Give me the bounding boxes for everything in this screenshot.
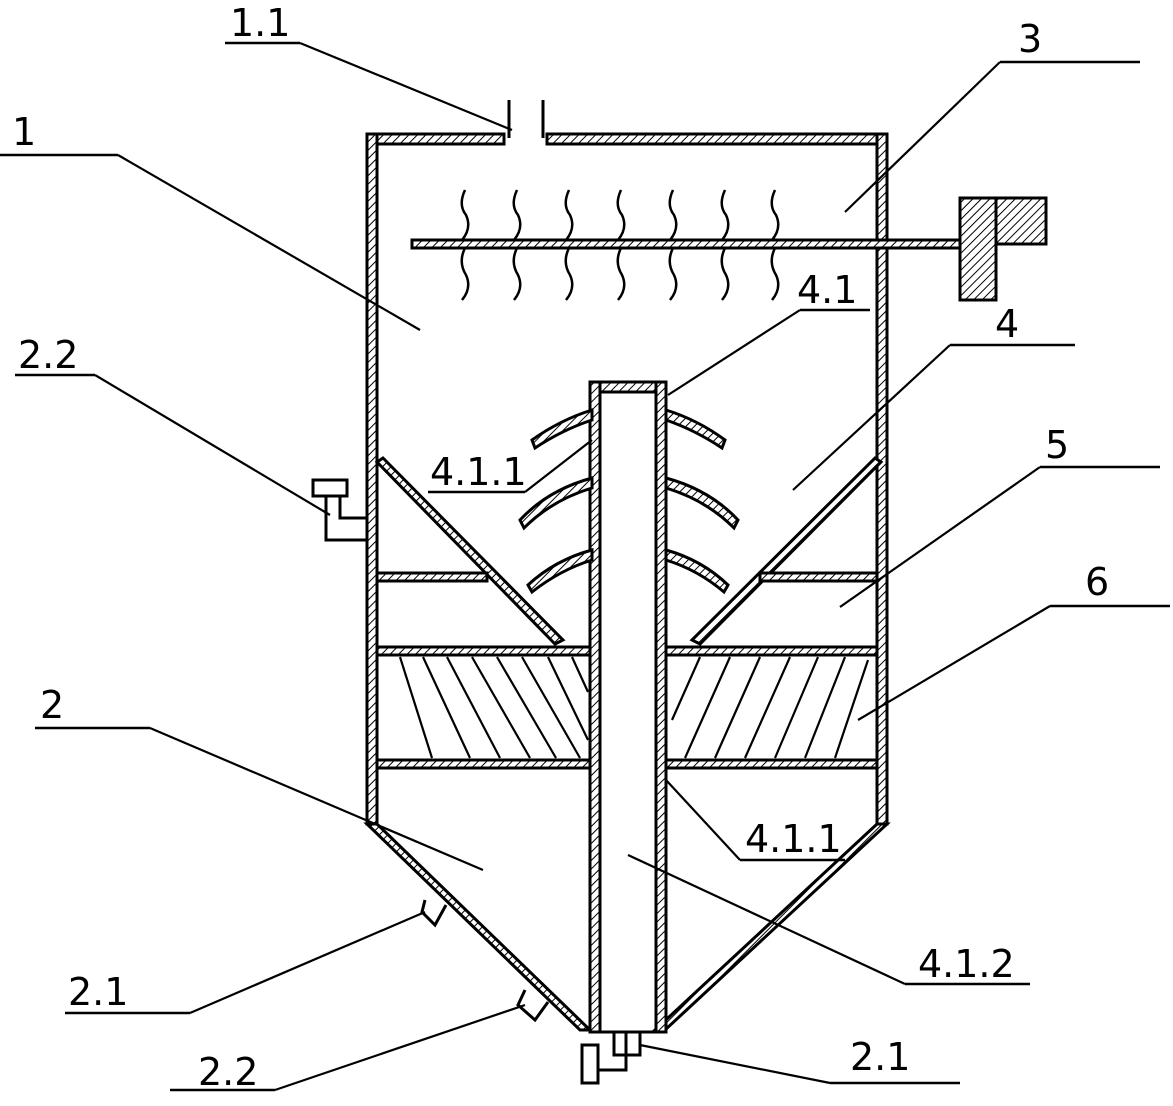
agitator-blades [460, 189, 780, 301]
label-4-1: 4.1 [797, 268, 857, 312]
label-4-1-2: 4.1.2 [918, 942, 1015, 986]
label-5: 5 [1045, 423, 1069, 467]
label-4-1-1-lower: 4.1.1 [745, 817, 842, 861]
filter-plates [375, 571, 879, 770]
bottom-valve [580, 1032, 642, 1085]
central-tube [588, 380, 668, 1034]
label-4: 4 [995, 302, 1019, 346]
label-2: 2 [40, 683, 64, 727]
funnel [374, 456, 884, 646]
label-3: 3 [1018, 17, 1042, 61]
guide-vanes [518, 407, 740, 595]
leader-lines [0, 41, 1170, 1092]
label-2-1-right: 2.1 [850, 1035, 910, 1079]
filter-media [398, 656, 870, 759]
cone-outlets [420, 899, 550, 1023]
label-1: 1 [12, 110, 36, 154]
labels: 1.1 1 3 2.2 4.1 4 4.1.1 5 6 2 4.1.1 4.1.… [12, 1, 1109, 1094]
label-1-1: 1.1 [230, 1, 290, 45]
label-6: 6 [1085, 560, 1109, 604]
label-2-2-top: 2.2 [18, 333, 78, 377]
label-2-2-bottom: 2.2 [198, 1050, 258, 1094]
inlet-pipe [507, 100, 545, 138]
label-2-1-left: 2.1 [68, 970, 128, 1014]
label-4-1-1-upper: 4.1.1 [430, 450, 527, 494]
side-outlet-valve [311, 478, 367, 542]
agitator [410, 189, 1048, 302]
